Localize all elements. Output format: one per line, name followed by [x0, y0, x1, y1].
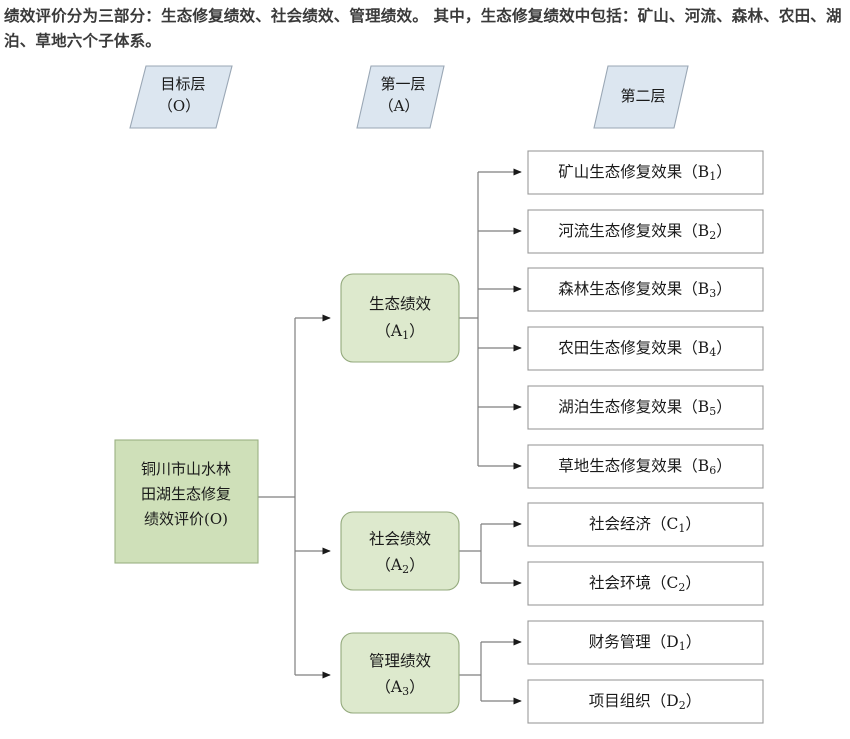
node-c1-label: 社会经济（C1）: [589, 515, 701, 535]
header-level1-line1: 第一层: [380, 75, 425, 93]
node-a3-code: （A3）: [375, 678, 424, 698]
header-level2: 第二层: [593, 65, 689, 129]
node-c2-label: 社会环境（C2）: [589, 573, 701, 594]
caption-text: 绩效评价分为三部分：生态修复绩效、社会绩效、管理绩效。 其中，生态修复绩效中包括…: [4, 7, 842, 50]
root-node-line1: 铜川市山水林: [141, 460, 231, 478]
header-goal-line2: （O）: [158, 97, 200, 115]
node-d2-label: 项目组织（D2）: [589, 692, 701, 712]
node-b4-label: 农田生态修复效果（B4）: [558, 339, 731, 359]
root-node[interactable]: 铜川市山水林 田湖生态修复 绩效评价(O): [114, 439, 259, 564]
node-b3[interactable]: 森林生态修复效果（B3）: [527, 267, 764, 312]
connector-a2-to-c: [459, 520, 522, 587]
node-b1[interactable]: 矿山生态修复效果（B1）: [527, 150, 764, 195]
node-a1-label: 生态绩效: [369, 295, 431, 313]
node-b5-label: 湖泊生态修复效果（B5）: [558, 398, 731, 418]
node-a1-code: （A1）: [375, 322, 424, 342]
node-c2[interactable]: 社会环境（C2）: [527, 561, 764, 606]
node-b5[interactable]: 湖泊生态修复效果（B5）: [527, 385, 764, 430]
node-b3-label: 森林生态修复效果（B3）: [558, 280, 731, 300]
node-b4[interactable]: 农田生态修复效果（B4）: [527, 326, 764, 371]
node-a3-label: 管理绩效: [369, 652, 431, 670]
header-level2-line1: 第二层: [620, 87, 665, 105]
node-b6-label: 草地生态修复效果（B6）: [558, 457, 731, 477]
node-d1-label: 财务管理（D1）: [589, 633, 701, 653]
node-b2-label: 河流生态修复效果（B2）: [558, 222, 731, 242]
header-goal-line1: 目标层: [160, 75, 205, 93]
node-c1[interactable]: 社会经济（C1）: [527, 502, 764, 547]
node-a2[interactable]: 社会绩效 （A2）: [340, 511, 460, 591]
connector-root-to-a: [258, 314, 331, 679]
header-level1-line2: （A）: [379, 97, 420, 115]
node-a2-code: （A2）: [375, 556, 424, 576]
connector-a3-to-d: [459, 638, 522, 705]
header-level1: 第一层 （A）: [356, 65, 445, 129]
node-b1-label: 矿山生态修复效果（B1）: [558, 163, 731, 183]
header-goal: 目标层 （O）: [129, 65, 233, 129]
node-d1[interactable]: 财务管理（D1）: [527, 620, 764, 665]
connector-a1-to-b: [459, 168, 522, 470]
node-d2[interactable]: 项目组织（D2）: [527, 679, 764, 724]
node-a2-label: 社会绩效: [369, 530, 431, 548]
root-node-line3: 绩效评价(O): [144, 510, 228, 528]
node-a3[interactable]: 管理绩效 （A3）: [340, 632, 460, 714]
root-node-line2: 田湖生态修复: [141, 485, 231, 503]
node-b6[interactable]: 草地生态修复效果（B6）: [527, 444, 764, 489]
node-b2[interactable]: 河流生态修复效果（B2）: [527, 209, 764, 254]
node-a1[interactable]: 生态绩效 （A1）: [340, 273, 460, 363]
